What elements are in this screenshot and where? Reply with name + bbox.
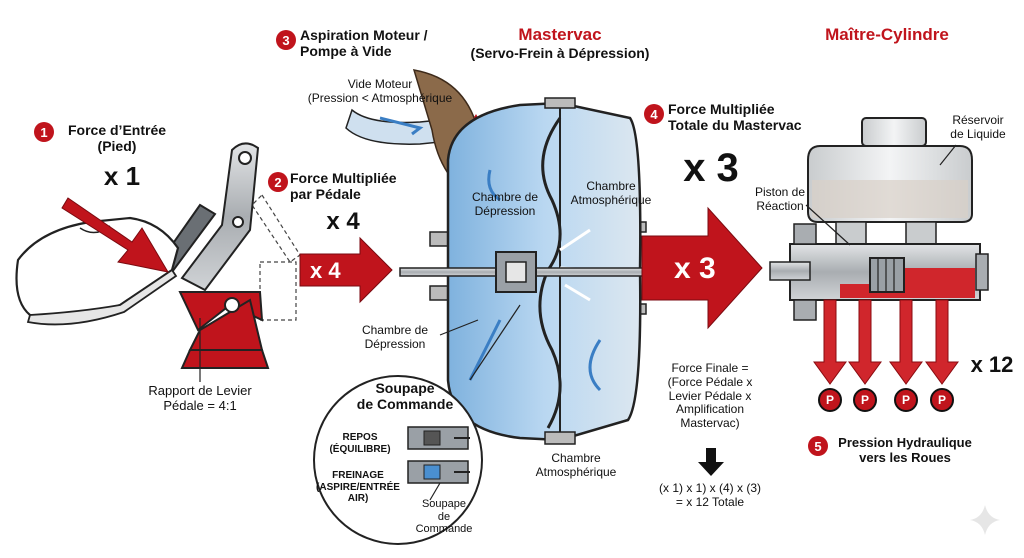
wheel-pressure-tag: P bbox=[930, 388, 954, 412]
step-1-label: Force d’Entrée (Pied) bbox=[67, 122, 167, 155]
mastervac-title: Mastervac bbox=[518, 25, 602, 44]
force-finale-label: Force Finale = (Force Pédale x Levier Pé… bbox=[667, 361, 753, 431]
master-cylinder-title: Maître-Cylindre bbox=[825, 25, 949, 44]
step-5-badge: 5 bbox=[808, 436, 828, 456]
formula-label: (x 1) x 1) x (4) x (3) = x 12 Totale bbox=[658, 481, 761, 509]
arrow-x4-label: x 4 bbox=[310, 258, 341, 283]
pedal-assembly bbox=[15, 142, 301, 382]
piston-label: Piston de Réaction bbox=[754, 185, 806, 213]
chambre-atmospherique-top-label: Chambre Atmosphérique bbox=[570, 179, 652, 207]
freinage-label: FREINAGE (ASPIRE/ENTRÉE AIR) bbox=[316, 470, 400, 504]
wheel-pressure-tag: P bbox=[818, 388, 842, 412]
chambre-depression-bottom-label: Chambre de Dépression bbox=[361, 323, 429, 351]
step-5-label: Pression Hydraulique vers les Roues bbox=[838, 435, 972, 465]
step-5-multiplier: x 12 bbox=[970, 352, 1014, 377]
soupape-small-label: Soupape de Commande bbox=[415, 498, 473, 536]
step-1-badge: 1 bbox=[34, 122, 54, 142]
step-3-label: Aspiration Moteur / Pompe à Vide bbox=[300, 27, 428, 60]
levier-label: Rapport de Levier Pédale = 4:1 bbox=[148, 383, 252, 413]
formula-arrow bbox=[698, 448, 724, 476]
soupape-title: Soupape de Commande bbox=[356, 380, 454, 413]
step-1-multiplier: x 1 bbox=[103, 161, 141, 191]
chambre-depression-top-label: Chambre de Dépression bbox=[471, 190, 539, 218]
step-2-multiplier: x 4 bbox=[326, 208, 360, 235]
repos-label: REPOS (ÉQUILIBRE) bbox=[329, 432, 391, 455]
arrow-x3-label: x 3 bbox=[674, 252, 716, 285]
step-2-badge: 2 bbox=[268, 172, 288, 192]
soupape-inset bbox=[313, 375, 483, 545]
mastervac-body: ! bbox=[345, 69, 663, 445]
master-cylinder bbox=[769, 117, 989, 385]
arrow-x4 bbox=[299, 236, 393, 304]
mastervac-subtitle: (Servo-Frein à Dépression) bbox=[470, 45, 650, 61]
wheel-pressure-tag: P bbox=[853, 388, 877, 412]
step-2-label: Force Multipliée par Pédale bbox=[290, 170, 397, 203]
step-4-badge: 4 bbox=[644, 104, 664, 124]
step-4-multiplier: x 3 bbox=[683, 146, 739, 190]
step-4-label: Force Multipliée Totale du Mastervac bbox=[668, 101, 802, 134]
arrow-x3 bbox=[641, 206, 763, 330]
wheel-pressure-tag: P bbox=[894, 388, 918, 412]
chambre-atmospherique-bottom-label: Chambre Atmosphérique bbox=[535, 451, 617, 479]
sparkle-icon bbox=[970, 505, 1000, 535]
step-3-badge: 3 bbox=[276, 30, 296, 50]
reservoir-label: Réservoir de Liquide bbox=[950, 113, 1006, 141]
vide-moteur-label: Vide Moteur (Pression < Atmosphérique bbox=[307, 77, 453, 105]
